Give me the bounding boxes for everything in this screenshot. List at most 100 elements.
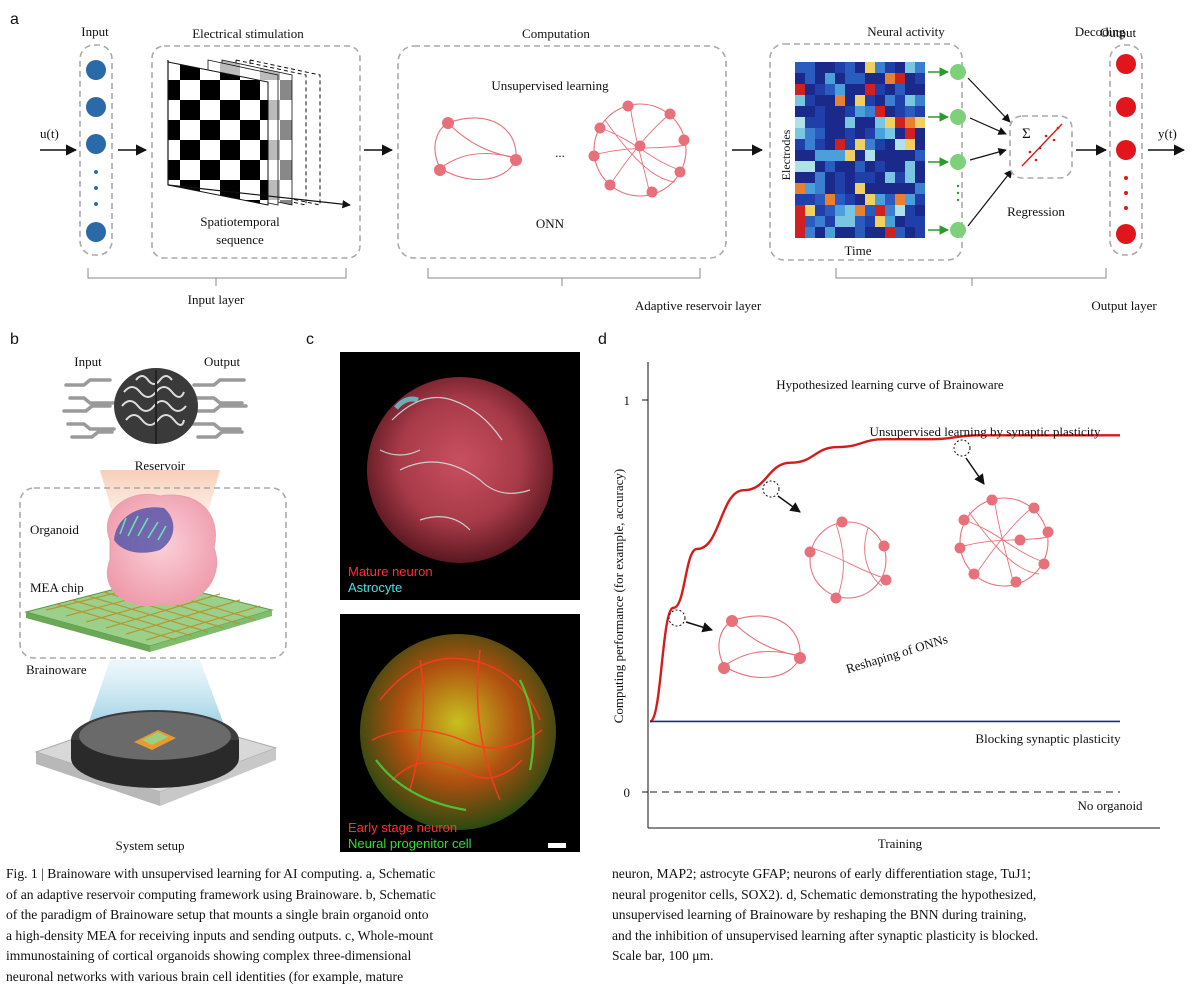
heatmap-cell [795, 172, 805, 183]
heatmap-cell [885, 84, 895, 95]
computation-ellipsis: ... [555, 145, 565, 160]
heatmap-cell [905, 139, 915, 150]
neuron-node [604, 179, 616, 191]
heatmap-cell [815, 117, 825, 128]
neuron-node [510, 154, 522, 166]
onn-label: ONN [536, 216, 565, 231]
layer-reservoir-label: Adaptive reservoir layer [635, 298, 762, 313]
heatmap-cell [815, 161, 825, 172]
neuron-node [664, 108, 676, 120]
heatmap-cell [805, 84, 815, 95]
onn-small [434, 117, 522, 181]
heatmap-cell [815, 95, 825, 106]
heatmap-cell [875, 194, 885, 205]
heatmap-cell [805, 183, 815, 194]
heatmap-cell [835, 216, 845, 227]
caption-line: a high-density MEA for receiving inputs … [6, 927, 434, 943]
onn-stage-1 [718, 615, 806, 679]
heatmap-cell [915, 139, 925, 150]
b-output-label: Output [204, 354, 241, 369]
onn-stage-2 [804, 516, 892, 604]
ellipsis-dot [1124, 176, 1128, 180]
heatmap-cell [825, 128, 835, 139]
caption-line: of the paradigm of Brainoware setup that… [6, 907, 429, 922]
heatmap-cell [805, 73, 815, 84]
heatmap-cell [865, 227, 875, 238]
heatmap-cell [885, 139, 895, 150]
panel-letter-d: d [598, 331, 607, 348]
onn-large [588, 100, 690, 198]
heatmap-cell [855, 183, 865, 194]
heatmap-cell [905, 150, 915, 161]
heatmap-cell [855, 106, 865, 117]
heatmap-cell [905, 95, 915, 106]
heatmap-cell [795, 216, 805, 227]
zoom-marker [953, 439, 971, 457]
frame-checker [167, 61, 269, 206]
stimulation-frame [151, 45, 361, 259]
input-node [86, 134, 106, 154]
brainoware-frame [19, 487, 287, 659]
heatmap-cell [895, 172, 905, 183]
heatmap-cell [795, 73, 805, 84]
heatmap-cell [875, 183, 885, 194]
layer-input-label: Input layer [188, 292, 245, 307]
heatmap-cell [865, 117, 875, 128]
heatmap-cell [805, 227, 815, 238]
activity-node [950, 154, 966, 170]
heatmap-cell [855, 150, 865, 161]
ellipsis-dot [956, 191, 960, 195]
heatmap-cell [895, 73, 905, 84]
system-setup-device [34, 710, 278, 806]
heatmap-cell [885, 172, 895, 183]
heatmap-cell [835, 227, 845, 238]
sum-symbol: Σ [1022, 126, 1031, 142]
y-axis-label: Computing performance (for example, accu… [611, 469, 626, 723]
activity-node [950, 64, 966, 80]
heatmap-cell [915, 150, 925, 161]
heatmap-cell [825, 183, 835, 194]
neuron-fibers [371, 649, 543, 801]
heatmap-cell [815, 183, 825, 194]
caption-line: neuron, MAP2; astrocyte GFAP; neurons of… [612, 866, 1031, 881]
reshape-label: Reshaping of ONNs [844, 631, 949, 676]
heatmap-cell [905, 84, 915, 95]
heatmap-cell [835, 62, 845, 73]
caption-line: of an adaptive reservoir computing frame… [6, 886, 436, 902]
light-beam-bottom [86, 660, 226, 730]
heatmap-cell [825, 106, 835, 117]
panel-letter-a: a [10, 11, 19, 28]
series-label-block: Blocking synaptic plasticity [975, 731, 1121, 746]
heatmap-cell [815, 150, 825, 161]
heatmap-cell [885, 205, 895, 216]
output-title: Output [1100, 25, 1137, 40]
heatmap-cell [885, 161, 895, 172]
neuron-node [678, 134, 690, 146]
activity-title: Neural activity [867, 24, 945, 39]
panel-letter-b: b [10, 331, 19, 348]
heatmap-cell [835, 117, 845, 128]
heatmap-cell [915, 73, 925, 84]
input-title: Input [81, 24, 109, 39]
heatmap-cell [815, 216, 825, 227]
heatmap-cell [815, 194, 825, 205]
heatmap-cell [865, 150, 875, 161]
heatmap-cell [825, 161, 835, 172]
heatmap-cell [905, 62, 915, 73]
heatmap-cell [915, 183, 925, 194]
tick-label-1: 1 [624, 393, 631, 408]
ellipsis-dot [94, 202, 98, 206]
heatmap-cell [795, 106, 805, 117]
heatmap-cell [905, 216, 915, 227]
caption-line: neural progenitor cells, SOX2). d, Schem… [612, 886, 1037, 902]
heatmap-cell [865, 84, 875, 95]
heatmap-cell [915, 194, 925, 205]
heatmap-cell [905, 205, 915, 216]
bracket-input-layer [87, 268, 347, 286]
heatmap-cell [825, 150, 835, 161]
heatmap-cell [805, 194, 815, 205]
heatmap-cell [805, 128, 815, 139]
heatmap-cell [795, 139, 805, 150]
brainoware-label: Brainoware [26, 662, 87, 677]
heatmap-cell [815, 128, 825, 139]
